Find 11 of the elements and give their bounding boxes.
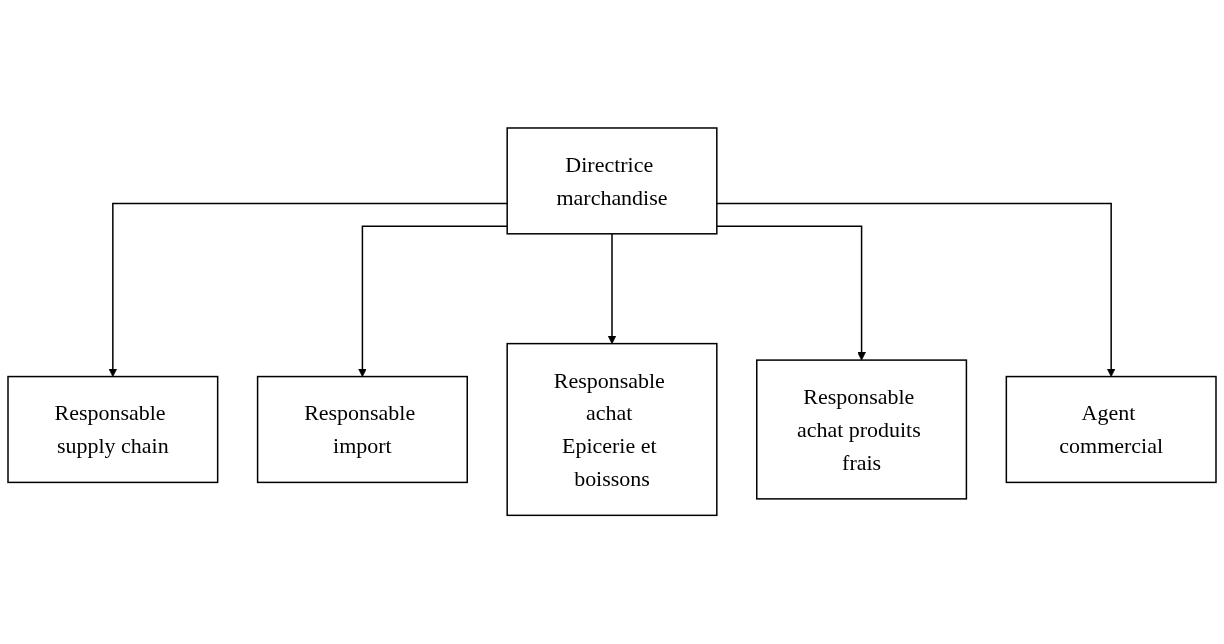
node-box: Agent commercial (1005, 376, 1217, 484)
node-box: Directrice marchandise (506, 127, 718, 235)
node-box: Responsable import (256, 376, 468, 484)
arrow (108, 203, 508, 378)
node-box: Responsable achat Epicerie et boissons (506, 343, 718, 517)
node-box: Responsable achat produits frais (756, 359, 968, 500)
arrow (358, 225, 508, 378)
arrow (607, 233, 617, 345)
arrow (716, 225, 866, 361)
arrow (716, 203, 1116, 378)
node-box: Responsable supply chain (7, 376, 219, 484)
